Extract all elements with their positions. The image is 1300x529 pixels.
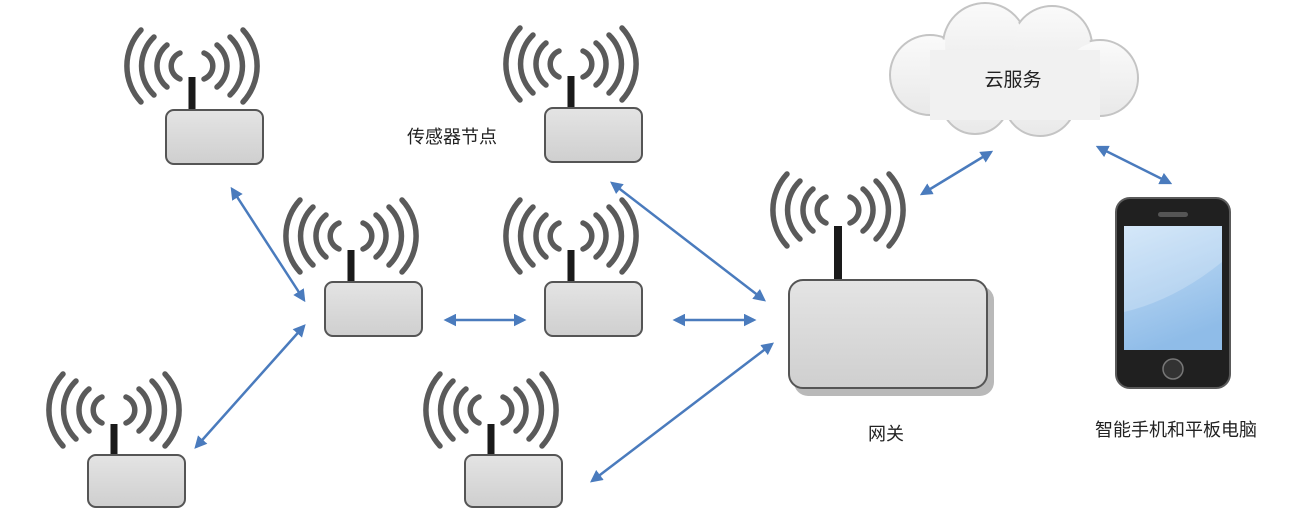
antenna (110, 424, 118, 459)
cloud-icon (889, 2, 1139, 137)
phone-home-button (1162, 358, 1184, 380)
label-sensor-node: 传感器节点 (407, 127, 497, 148)
phone-speaker (1158, 212, 1188, 217)
link-arrow (1095, 145, 1173, 185)
wireless-signal-icon (503, 197, 639, 275)
link-arrows (194, 145, 1173, 483)
node-box (464, 454, 563, 508)
screen-glare (1124, 226, 1222, 312)
wireless-signal-icon (503, 25, 639, 103)
label-gateway: 网关 (868, 424, 904, 445)
phone-screen (1124, 226, 1222, 350)
wireless-signal-icon (423, 371, 559, 449)
link-arrow (194, 324, 306, 449)
antenna (567, 76, 575, 111)
wireless-signal-icon (124, 27, 260, 105)
gateway-node (770, 171, 994, 396)
wireless-signal-icon (770, 171, 906, 249)
antenna (834, 226, 842, 284)
antenna (347, 250, 355, 285)
gateway-box (788, 279, 988, 389)
sensor-node-bottom-mid (423, 371, 563, 508)
sensor-node-bottom-left (46, 371, 186, 508)
sensor-node-center-left (283, 197, 423, 337)
node-box (165, 109, 264, 165)
label-device: 智能手机和平板电脑 (1095, 420, 1257, 441)
smartphone-icon (1115, 197, 1231, 389)
node-box (544, 281, 643, 337)
link-arrow (230, 186, 306, 303)
sensor-node-top-mid (503, 25, 643, 163)
antenna (567, 250, 575, 285)
wireless-signal-icon (283, 197, 419, 275)
label-cloud: 云服务 (984, 69, 1041, 91)
link-arrow (610, 181, 766, 302)
sensor-node-center-mid (503, 197, 643, 337)
link-arrow (919, 150, 994, 196)
link-arrow (590, 342, 774, 483)
node-box (87, 454, 186, 508)
sensor-node-top-left (124, 27, 264, 165)
node-box (544, 107, 643, 163)
node-box (324, 281, 423, 337)
antenna (487, 424, 495, 459)
antenna (188, 77, 196, 112)
wireless-signal-icon (46, 371, 182, 449)
